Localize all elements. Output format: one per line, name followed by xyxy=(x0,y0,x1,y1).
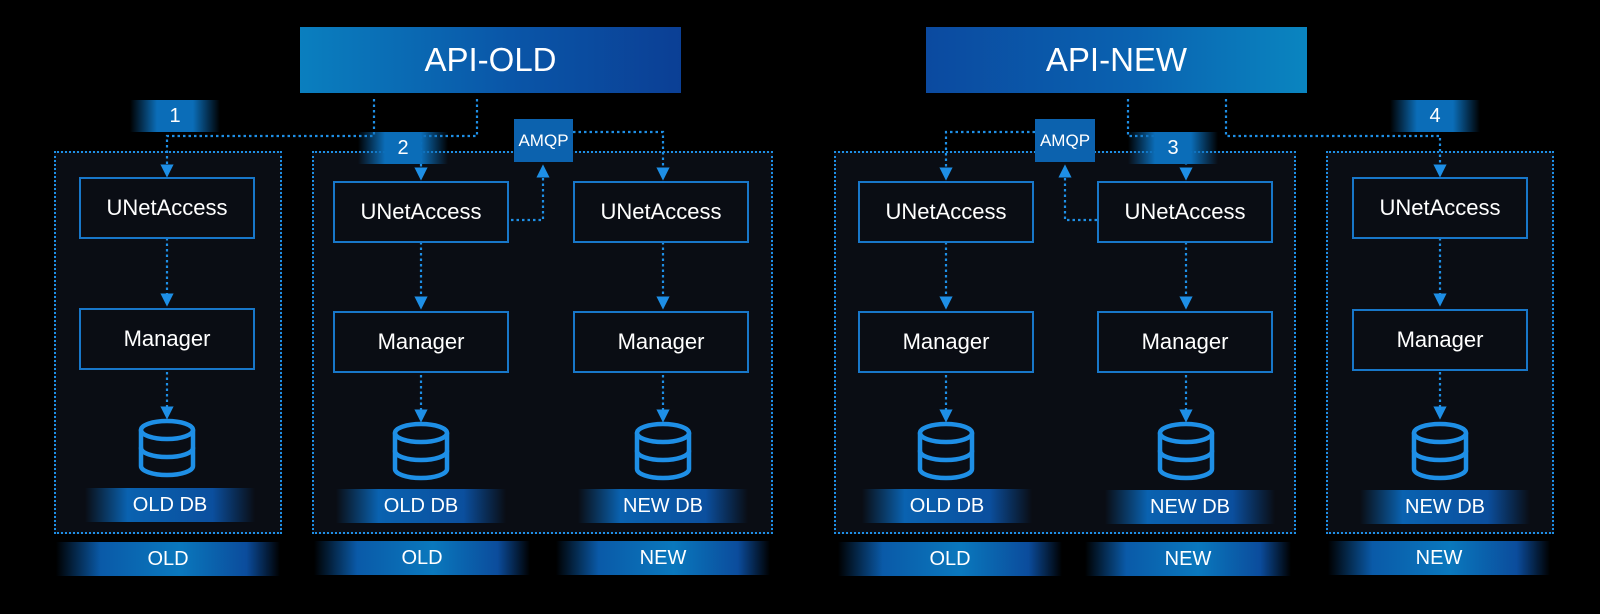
version-label: OLD xyxy=(56,542,280,576)
manager-box: Manager xyxy=(1352,309,1528,371)
amqp-box-new: AMQP xyxy=(1035,119,1095,162)
db-label: OLD DB xyxy=(336,489,506,523)
database-icon xyxy=(392,421,450,481)
version-label: OLD xyxy=(838,542,1062,576)
database-icon xyxy=(1157,421,1215,481)
step-badge-1: 1 xyxy=(130,100,220,132)
amqp-new-in-line xyxy=(1058,164,1097,222)
unetaccess-box: UNetAccess xyxy=(79,177,255,239)
manager-box: Manager xyxy=(573,311,749,373)
manager-box: Manager xyxy=(79,308,255,370)
db-label: NEW DB xyxy=(1360,490,1530,524)
unetaccess-box: UNetAccess xyxy=(573,181,749,243)
db-label: NEW DB xyxy=(1105,490,1275,524)
version-label: OLD xyxy=(314,541,530,575)
db-label: OLD DB xyxy=(85,488,255,522)
unetaccess-box: UNetAccess xyxy=(1352,177,1528,239)
database-icon xyxy=(1411,421,1469,481)
step-badge-3: 3 xyxy=(1128,132,1218,164)
unetaccess-box: UNetAccess xyxy=(333,181,509,243)
amqp-new-out-line xyxy=(939,130,1035,181)
manager-box: Manager xyxy=(1097,311,1273,373)
api-new-box: API-NEW xyxy=(926,27,1307,93)
manager-box: Manager xyxy=(333,311,509,373)
version-label: NEW xyxy=(556,541,770,575)
api-old-box: API-OLD xyxy=(300,27,681,93)
amqp-old-in-line xyxy=(511,164,550,222)
manager-box: Manager xyxy=(858,311,1034,373)
amqp-box-old: AMQP xyxy=(514,119,573,162)
database-icon xyxy=(634,421,692,481)
version-label: NEW xyxy=(1328,541,1550,575)
db-label: NEW DB xyxy=(578,489,748,523)
flow-4-line xyxy=(1224,99,1447,178)
flow-1-line xyxy=(160,99,376,178)
step-badge-4: 4 xyxy=(1390,100,1480,132)
unetaccess-box: UNetAccess xyxy=(1097,181,1273,243)
db-label: OLD DB xyxy=(862,489,1032,523)
database-icon xyxy=(138,418,196,478)
step-badge-2: 2 xyxy=(358,132,448,164)
database-icon xyxy=(917,421,975,481)
unetaccess-box: UNetAccess xyxy=(858,181,1034,243)
version-label: NEW xyxy=(1085,542,1291,576)
amqp-old-out-line xyxy=(573,130,670,181)
